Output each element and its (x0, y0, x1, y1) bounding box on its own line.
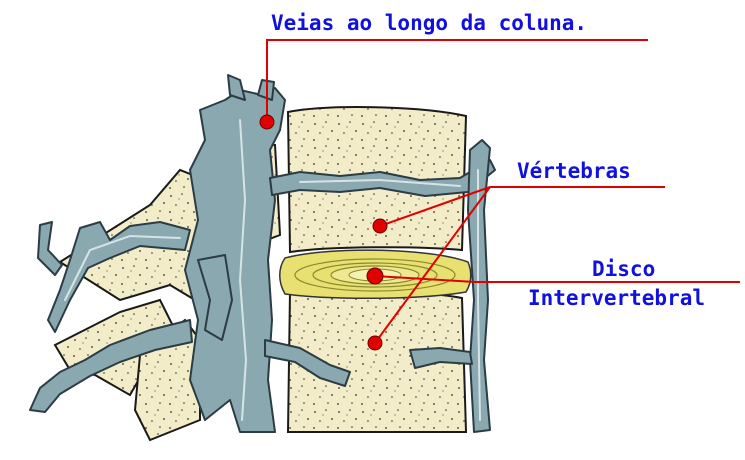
label-veias: Veias ao longo da coluna. (271, 12, 587, 34)
marker-upper-vertebra-dot (373, 219, 387, 233)
label-vertebras: Vértebras (517, 160, 631, 182)
marker-disc-dot (367, 268, 383, 284)
label-disco: Disco (592, 258, 655, 280)
marker-veias-dot (260, 115, 274, 129)
label-intervertebral: Intervertebral (528, 287, 705, 309)
vein-left-tip (38, 222, 62, 275)
marker-lower-vertebra-dot (368, 336, 382, 350)
